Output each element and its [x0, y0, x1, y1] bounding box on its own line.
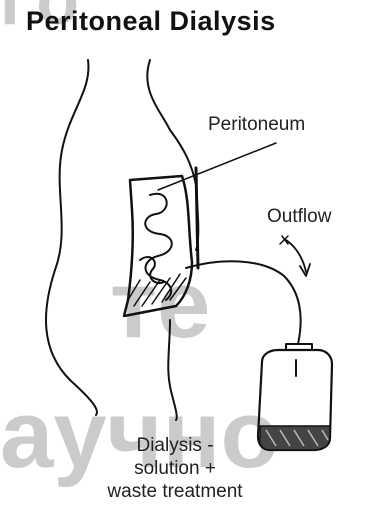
body-back-outline	[46, 60, 97, 415]
caption-line-1: Dialysis -	[40, 434, 310, 457]
body-front-outline	[147, 60, 198, 250]
peritoneum-pointer	[158, 143, 276, 190]
catheter-tube	[186, 261, 301, 344]
body-lower-outline	[168, 320, 177, 420]
figure-title: Peritoneal Dialysis	[26, 6, 276, 37]
label-outflow: Outflow	[267, 206, 331, 228]
label-peritoneum: Peritoneum	[208, 114, 305, 136]
abdominal-wall	[196, 168, 198, 268]
caption-dialysis-solution: Dialysis - solution + waste treatment	[40, 434, 310, 503]
caption-line-3: waste treatment	[40, 480, 310, 503]
outflow-arrow-curve	[286, 240, 306, 272]
caption-line-2: solution +	[40, 457, 310, 480]
